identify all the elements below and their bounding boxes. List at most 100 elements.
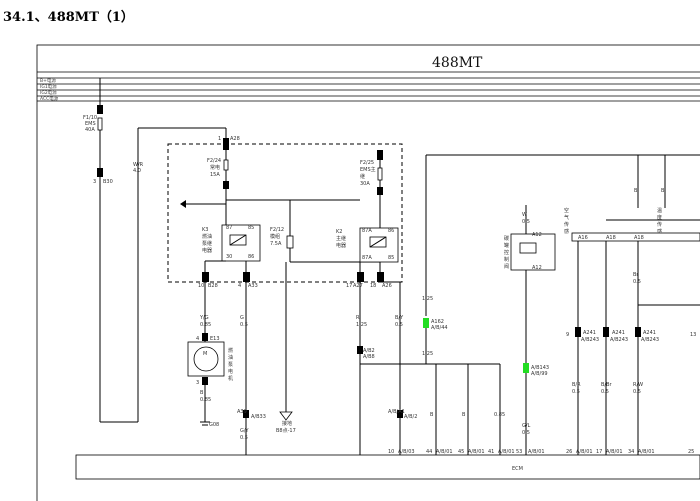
conn-code: A39 bbox=[237, 409, 247, 415]
relay-label: 燃油 bbox=[202, 233, 212, 240]
page-heading: 34.1、488MT（1） bbox=[3, 10, 134, 25]
sensor-label: 感 bbox=[564, 228, 569, 235]
relay-label: K2 bbox=[336, 229, 342, 235]
ground-code: G08 bbox=[209, 422, 219, 428]
conn-code: 4 bbox=[196, 336, 199, 342]
wire-size: 0.85 bbox=[494, 412, 505, 418]
wire-size: 0.5 bbox=[633, 279, 641, 285]
conn-code: A/B2 bbox=[363, 348, 375, 354]
ecm-pin: A/B/01 bbox=[638, 449, 655, 455]
wire-size: 0.5 bbox=[240, 322, 248, 328]
sensor-label: 空 bbox=[564, 207, 569, 214]
conn-code: 3 bbox=[196, 380, 199, 386]
ecm-pin: 44 bbox=[426, 449, 432, 455]
canister-branch: 1.25 A162 A/B/44 1.25 B B 0.85 bbox=[422, 154, 700, 455]
fuse-label: 继 bbox=[360, 173, 365, 180]
ecm-label: ECM bbox=[512, 466, 523, 472]
motor-icon bbox=[193, 346, 219, 372]
wire-color: R bbox=[356, 315, 360, 321]
conn-code: A162 bbox=[431, 319, 444, 325]
pin-label: 4 bbox=[238, 283, 241, 289]
fuse-label: 15A bbox=[210, 172, 220, 178]
conn-code: A/B/A1 bbox=[388, 409, 405, 415]
wire-color: G/Y bbox=[240, 428, 250, 434]
connector bbox=[357, 272, 364, 282]
fuse-f2-24-branch: 1 A28 F2/24 常电 15A F2/12 模组 7.5A bbox=[207, 128, 380, 263]
conn-code: A/B8 bbox=[363, 354, 375, 360]
conn-code: A/B243 bbox=[610, 337, 628, 343]
rail-label-ig2: IG2电源 bbox=[40, 89, 57, 96]
pin-label: 1 bbox=[218, 136, 221, 142]
rail-label-acc: ACC电源 bbox=[40, 95, 59, 102]
fuse-f1 bbox=[97, 117, 103, 131]
pin-label: 87A bbox=[362, 228, 372, 234]
connector bbox=[202, 272, 209, 282]
connector bbox=[397, 410, 403, 418]
ecm-pin: A/B/01 bbox=[436, 449, 453, 455]
diagram-title: 488MT bbox=[432, 55, 483, 71]
green-connector bbox=[423, 318, 429, 328]
wire-size: 0.5 bbox=[395, 322, 403, 328]
wire-color: W bbox=[522, 212, 527, 218]
pin-label: B28 bbox=[208, 283, 218, 289]
sensor-label: 度 bbox=[657, 214, 662, 221]
pin-label: B30 bbox=[103, 179, 113, 185]
wire-color: B/Y bbox=[395, 315, 404, 321]
wire-size: B bbox=[634, 188, 638, 194]
valve-label: 罐 bbox=[504, 242, 509, 249]
pin-label: 30 bbox=[226, 254, 232, 260]
sensor-pin: A16 bbox=[578, 235, 588, 241]
sensor-label: 传 bbox=[657, 221, 662, 228]
pin-label: 86 bbox=[388, 228, 394, 234]
connector bbox=[377, 272, 384, 282]
pin-label: 18 bbox=[370, 283, 376, 289]
conn-code: A/B143 bbox=[531, 365, 549, 371]
pin-label: 3 bbox=[93, 179, 96, 185]
supply-rails: B+电源 IG1电源 IG2电源 ACC电源 bbox=[37, 77, 700, 102]
wire-size: 0.85 bbox=[200, 397, 211, 403]
wire bbox=[229, 234, 247, 246]
fuse-label: 30A bbox=[360, 181, 370, 187]
sensor-block: A16 A18 A18 空 气 传 感 温 度 传 感 B B A241 A/B… bbox=[564, 155, 700, 455]
relay-label: 电器 bbox=[336, 242, 346, 249]
fuse-label: 常电 bbox=[210, 164, 220, 171]
sensor-pin: A18 bbox=[634, 235, 644, 241]
pin-label: 10 bbox=[198, 283, 204, 289]
relay-box bbox=[167, 143, 403, 283]
ecm-pin: A/B/01 bbox=[498, 449, 515, 455]
wire-size: 0.5 bbox=[572, 389, 580, 395]
fuse-label: F2/12 bbox=[270, 227, 284, 233]
sensor-label: 温 bbox=[657, 207, 662, 214]
pin-label: 87 bbox=[226, 225, 232, 231]
fuse-label: EMS主 bbox=[360, 166, 376, 173]
connector bbox=[243, 272, 250, 282]
conn-code: A241 bbox=[643, 330, 656, 336]
pin-label: 85 bbox=[248, 225, 254, 231]
sensor-pin: A18 bbox=[606, 235, 616, 241]
sensor-label: 传 bbox=[564, 221, 569, 228]
wire-size: B bbox=[430, 412, 434, 418]
fuse-f2-12 bbox=[286, 235, 294, 249]
conn-code: A241 bbox=[583, 330, 596, 336]
main-relay-outputs: R 1.25 A/B2 A/B8 B/Y 0.5 A/B/A1 A/B/2 bbox=[356, 281, 500, 455]
connector bbox=[202, 377, 208, 385]
fuel-pump-label: 机 bbox=[228, 375, 233, 382]
fuel-pump-label: 电 bbox=[228, 368, 233, 375]
fuse-label: EMS bbox=[85, 121, 96, 127]
valve-label: 控 bbox=[504, 249, 509, 256]
wire-size: 0.85 bbox=[200, 322, 211, 328]
pin-label: 87A bbox=[362, 255, 372, 261]
fuse-label: F2/24 bbox=[207, 158, 221, 164]
ecm-pin: A/B/01 bbox=[528, 449, 545, 455]
ecm-pin: A/B/01 bbox=[606, 449, 623, 455]
ecm-pin: 41 bbox=[488, 449, 494, 455]
sensor-label: 感 bbox=[657, 228, 662, 235]
pin-label: 13 bbox=[690, 332, 696, 338]
ecm-pin: 45 bbox=[458, 449, 464, 455]
connector bbox=[223, 181, 229, 189]
wire-size: 0.5 bbox=[522, 219, 530, 225]
fuse-f1-branch: F1/10 EMS 40A 3 B30 W/R 4.0 bbox=[83, 78, 226, 423]
ground-arrow bbox=[180, 200, 186, 208]
fuse-f2-25 bbox=[377, 167, 383, 181]
wire-color: B bbox=[200, 390, 204, 396]
